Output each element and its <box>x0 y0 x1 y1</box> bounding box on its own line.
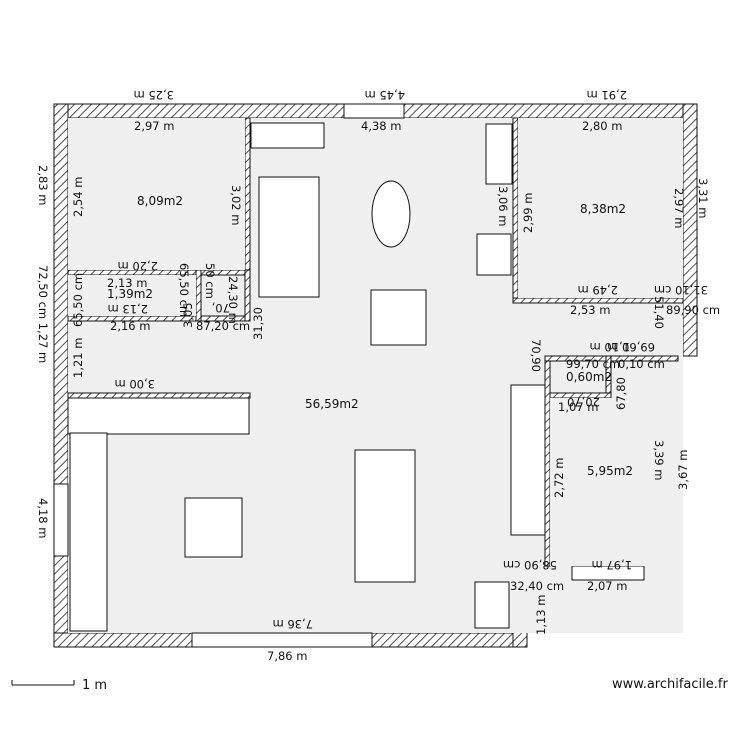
dim-right-room-height2: 2,97 m <box>672 188 686 228</box>
wardrobe <box>510 384 546 536</box>
area-room-right: 5,95m2 <box>587 464 633 478</box>
dim-left-418: 4,18 m <box>36 498 50 538</box>
dim-closet-right-h2: 50 cm <box>203 263 217 299</box>
dim-113: 1,13 m <box>534 595 548 635</box>
dim-right-room-bottom-inner: 2,53 m <box>570 303 610 317</box>
dim-5890: 58,90 cm <box>503 558 557 572</box>
cabinet-mid-right <box>476 233 512 276</box>
table-left <box>258 176 320 298</box>
dim-right-room-bottom-207: 2,07 m <box>587 579 627 593</box>
dim-3240: 32,40 cm <box>510 579 564 593</box>
dim-vert-24: 24,30 m <box>226 276 240 324</box>
box-bottom <box>474 581 510 629</box>
area-main: 56,59m2 <box>305 397 359 411</box>
dim-closet-top-inner: 2,13 m <box>107 276 147 290</box>
dim-closet-right-h: 65,50 cm <box>177 263 191 317</box>
cabinet-top-right <box>485 123 513 185</box>
dim-right-room-height: 2,99 m <box>521 193 535 233</box>
dim-vert-3: 3,05 <box>181 302 195 328</box>
oval-table <box>371 180 411 248</box>
dim-closet-left-h: 65,50 cm <box>71 273 85 327</box>
dim-mid-306: 3,06 m <box>496 186 510 226</box>
dim-closet-top-outer: 2,20 m <box>118 259 158 273</box>
interior-walls <box>67 117 684 567</box>
area-closet-left: 1,39m2 <box>107 287 153 301</box>
dim-right-room-272: 2,72 m <box>552 458 566 498</box>
dim-bottom-outer: 7,86 m <box>267 649 307 663</box>
dim-6780: 67,80 <box>614 377 628 410</box>
dim-left-outer-mid: 72,50 cm 1,27 m <box>36 265 50 363</box>
furniture <box>67 122 546 632</box>
coffee-table <box>184 497 243 558</box>
rooms <box>68 118 683 566</box>
dim-5140: 51,40 <box>652 296 666 329</box>
dim-3110: 31,10 cm <box>654 283 708 297</box>
dim-9970: 99,70 cm <box>566 357 620 371</box>
dim-closet-bottom-inner: 2,16 m <box>110 319 150 333</box>
kitchen-counter <box>250 122 325 149</box>
dim-70: 70, <box>212 301 230 315</box>
dim-left-121: 1,21 m <box>71 338 85 378</box>
dim-top-mid-inner: 4,38 m <box>361 119 401 133</box>
scale-bar: 1 m <box>11 678 107 693</box>
dim-107: 1,07 m <box>558 400 598 414</box>
dim-left-outer-upper: 2,83 m <box>36 165 50 205</box>
square-table <box>370 289 427 346</box>
dim-87: 87,20 cm <box>196 319 250 333</box>
dim-8990: 89,90 cm <box>666 303 720 317</box>
dim-left-room-right-height: 3,02 m <box>229 185 243 225</box>
dim-left-room-height: 2,54 m <box>71 177 85 217</box>
dim-right-room-bottom-outer: 2,49 m <box>578 283 618 297</box>
scale-label: 1 m <box>82 678 107 693</box>
dim-top-right-outer: 2,91 m <box>587 88 627 102</box>
dim-left-wall-300: 3,00 m <box>115 377 155 391</box>
dim-top-mid-outer: 4,45 m <box>365 88 405 102</box>
dim-110: 1,10 m <box>590 340 630 354</box>
dim-vert-31: 31,30 <box>251 307 265 340</box>
dim-right-outer-height: 3,31 m <box>696 178 710 218</box>
dim-top-left-outer: 3,25 m <box>134 88 174 102</box>
dim-top-left-inner: 2,97 m <box>134 119 174 133</box>
dim-bottom-inner: 7,36 m <box>273 617 313 631</box>
dim-top-right-inner: 2,80 m <box>582 119 622 133</box>
dim-7090: 70,90 <box>529 339 543 372</box>
sofa-side <box>69 432 108 632</box>
dim-closet-bottom-outer: 2,13 m <box>108 302 148 316</box>
dim-6960: 69,60 m <box>607 340 655 354</box>
area-room-top-right: 8,38m2 <box>580 202 626 216</box>
dim-010: 0,10 cm <box>618 357 665 371</box>
dim-right-room-bottom-197: 1,97 m <box>592 558 632 572</box>
bed <box>354 449 416 583</box>
dim-right-room-367: 3,67 m <box>676 450 690 490</box>
dim-2070: 20,70 <box>567 395 600 409</box>
credit-text: www.archifacile.fr <box>612 677 728 692</box>
area-closet-small: 0,60m2 <box>566 370 612 384</box>
area-labels: 56,59m2 8,09m2 8,38m2 1,39m2 5,95m2 0,60… <box>107 194 633 478</box>
dimension-labels: 3,25 m 4,45 m 2,91 m 2,97 m 4,38 m 2,80 … <box>36 88 720 663</box>
windows <box>53 103 645 648</box>
dim-right-room-339: 3,39 m <box>652 440 666 480</box>
sofa-back <box>67 397 250 435</box>
area-room-top-left: 8,09m2 <box>137 194 183 208</box>
